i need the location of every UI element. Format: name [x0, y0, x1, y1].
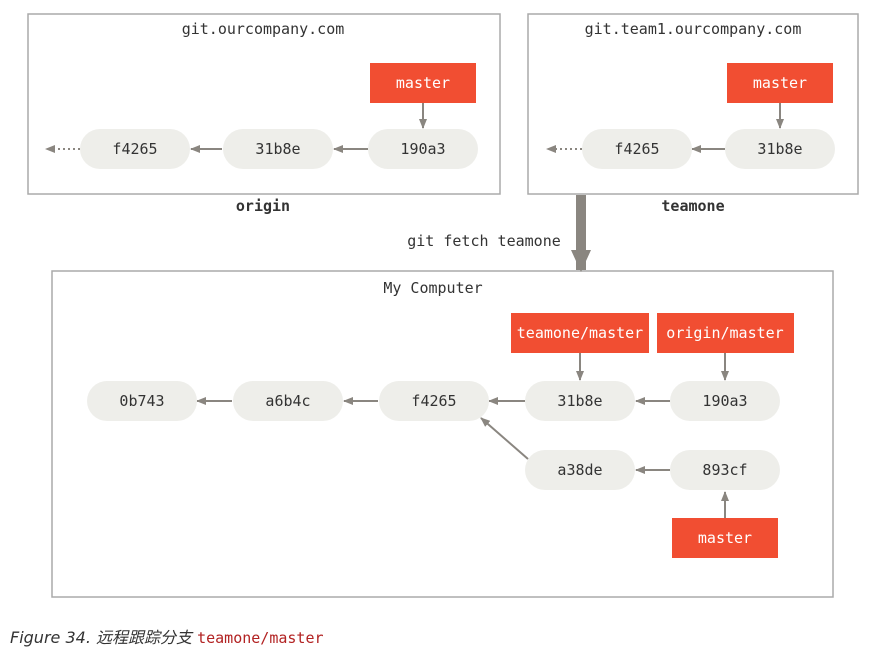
origin-label: origin	[236, 197, 290, 215]
origin-branch-master: master	[370, 63, 476, 103]
local-commit-a38de: a38de	[525, 450, 635, 490]
local-branch-origin-master: origin/master	[657, 313, 794, 353]
local-commit-f4265: f4265	[379, 381, 489, 421]
commit-label: a6b4c	[265, 392, 310, 410]
local-title: My Computer	[383, 279, 482, 297]
commit-label: a38de	[557, 461, 602, 479]
commit-label: 190a3	[702, 392, 747, 410]
local-commit-893cf: 893cf	[670, 450, 780, 490]
caption-code: teamone/master	[197, 629, 324, 647]
commit-label: 893cf	[702, 461, 747, 479]
commit-label: f4265	[614, 140, 659, 158]
origin-commit-190a3: 190a3	[368, 129, 478, 169]
local-branch-master: master	[672, 518, 778, 558]
commit-label: f4265	[112, 140, 157, 158]
fetch-label: git fetch teamone	[407, 232, 561, 250]
commit-label: 31b8e	[255, 140, 300, 158]
branch-label: master	[698, 529, 752, 547]
commit-label: 0b743	[119, 392, 164, 410]
commit-label: 190a3	[400, 140, 445, 158]
local-commit-31b8e: 31b8e	[525, 381, 635, 421]
commit-label: 31b8e	[757, 140, 802, 158]
local-branch-teamone-master: teamone/master	[511, 313, 649, 353]
origin-commit-31b8e: 31b8e	[223, 129, 333, 169]
origin-url: git.ourcompany.com	[182, 20, 345, 38]
branch-label: teamone/master	[517, 324, 643, 342]
branch-label: master	[396, 74, 450, 92]
caption-prefix: Figure 34. 远程跟踪分支	[10, 628, 198, 647]
local-arrow-a38de-f4265	[480, 417, 529, 460]
branch-label: origin/master	[666, 324, 783, 342]
commit-label: f4265	[411, 392, 456, 410]
teamone-branch-master: master	[727, 63, 833, 103]
figure-caption: Figure 34. 远程跟踪分支 teamone/master	[10, 624, 324, 648]
local-commit-a6b4c: a6b4c	[233, 381, 343, 421]
local-commit-0b743: 0b743	[87, 381, 197, 421]
origin-commit-f4265: f4265	[80, 129, 190, 169]
commit-label: 31b8e	[557, 392, 602, 410]
local-commit-190a3: 190a3	[670, 381, 780, 421]
teamone-commit-f4265: f4265	[582, 129, 692, 169]
git-fetch-diagram: git.ourcompany.com git.team1.ourcompany.…	[27, 13, 859, 598]
teamone-label: teamone	[661, 197, 724, 215]
teamone-url: git.team1.ourcompany.com	[585, 20, 802, 38]
branch-label: master	[753, 74, 807, 92]
teamone-commit-31b8e: 31b8e	[725, 129, 835, 169]
